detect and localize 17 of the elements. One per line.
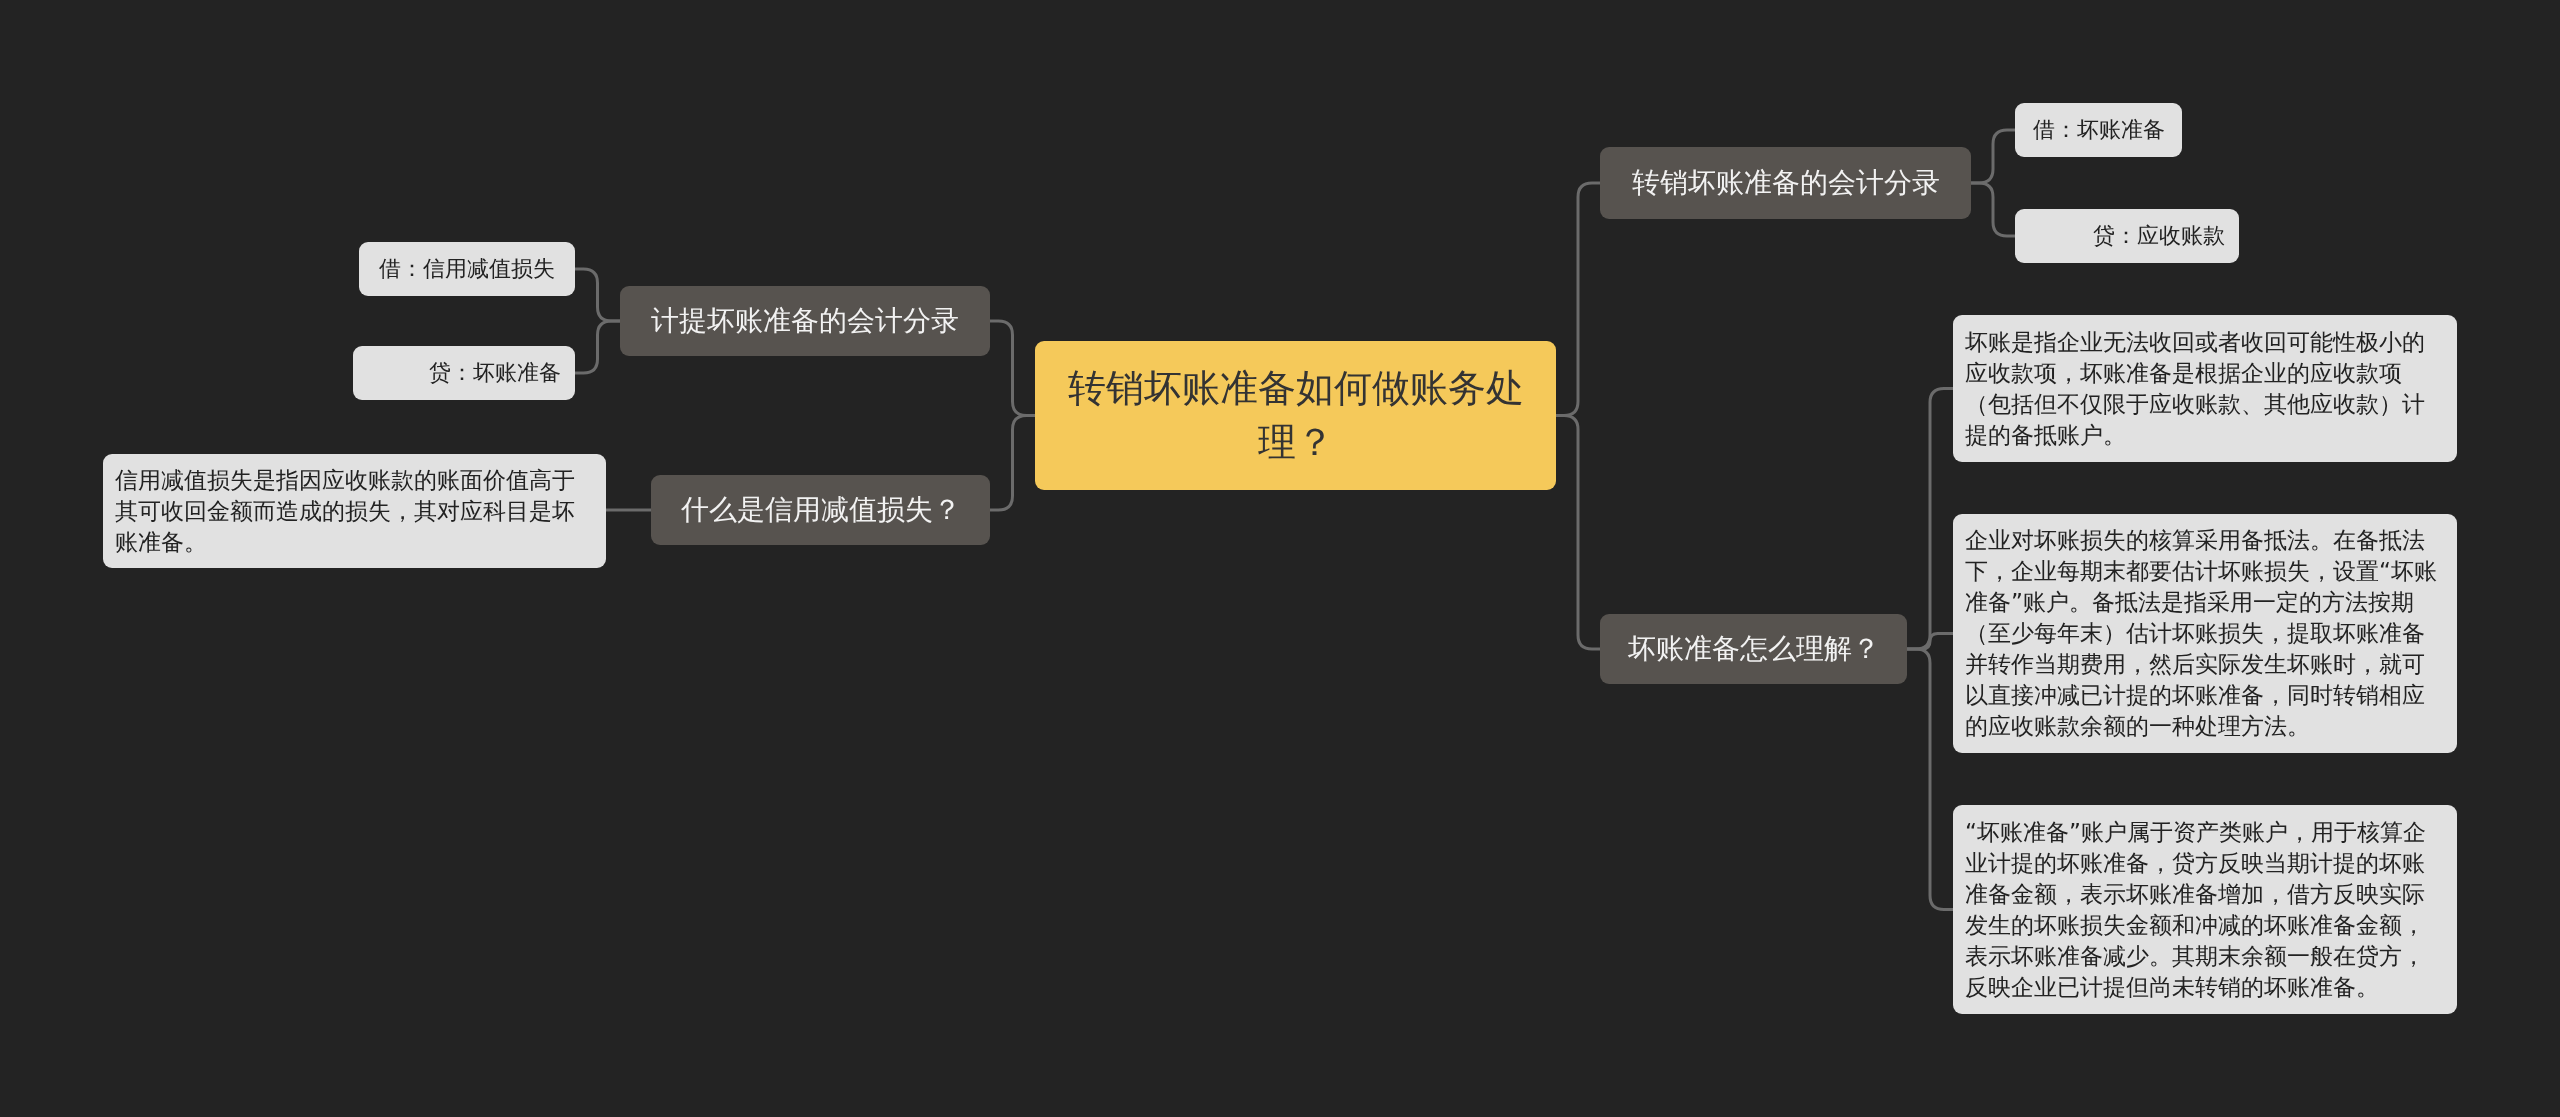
connector-line	[1556, 414, 1600, 651]
central-topic-box: 转销坏账准备如何做账务处理？	[1035, 341, 1556, 490]
topic-box: 什么是信用减值损失？	[651, 475, 990, 545]
connector-line	[606, 508, 651, 512]
topic-box: 转销坏账准备的会计分录	[1600, 147, 1971, 219]
note-box: 企业对坏账损失的核算采用备抵法。在备抵法下，企业每期末都要估计坏账损失，设置“坏账准备”账户。备抵法是指采用一定的方法按期（至少每年末）估计坏账损失，提取坏账准备并转作当期费用，然后实际发生坏账时，就可以直接冲减已计提的坏账准备，同时转销相应的应收账款余额的一种处理方法。	[1953, 514, 2457, 753]
connector-line	[990, 414, 1035, 512]
connector-line	[1907, 647, 1953, 911]
subtopic-box: 借：信用减值损失	[359, 242, 575, 296]
topic-box: 计提坏账准备的会计分录	[620, 286, 990, 356]
subtopic-box: 贷：应收账款	[2015, 209, 2239, 263]
topic-box: 坏账准备怎么理解？	[1600, 614, 1907, 684]
note-box: 坏账是指企业无法收回或者收回可能性极小的应收款项，坏账准备是根据企业的应收款项（包括但不仅限于应收账款、其他应收款）计提的备抵账户。	[1953, 315, 2457, 462]
subtopic-box: 借：坏账准备	[2015, 103, 2182, 157]
subtopic-box: 贷：坏账准备	[353, 346, 575, 400]
note-box: 信用减值损失是指因应收账款的账面价值高于其可收回金额而造成的损失，其对应科目是坏账准备。	[103, 454, 606, 568]
note-box: “坏账准备”账户属于资产类账户，用于核算企业计提的坏账准备，贷方反映当期计提的坏账准备金额，表示坏账准备增加，借方反映实际发生的坏账损失金额和冲减的坏账准备金额，表示坏账准备减少。其期末余额一般在贷方，反映企业已计提但尚未转销的坏账准备。	[1953, 805, 2457, 1014]
